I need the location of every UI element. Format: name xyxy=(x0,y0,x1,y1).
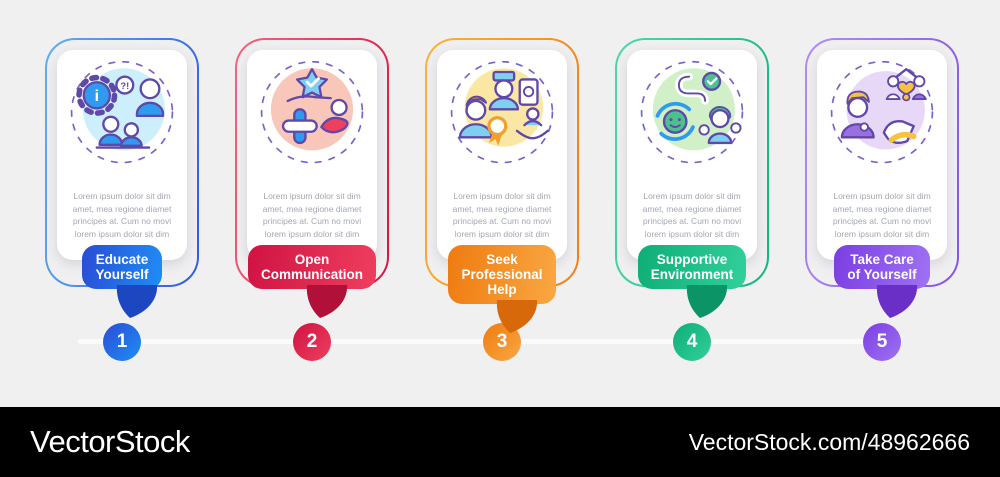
card-panel: Lorem ipsum dolor sit dim amet, mea regi… xyxy=(437,50,567,260)
step-label-group: Supportive Environment xyxy=(582,245,802,319)
footer-bar: VectorStock VectorStock.com/48962666 xyxy=(0,407,1000,477)
step-label-ribbon: Supportive Environment xyxy=(637,245,747,289)
step-description: Lorem ipsum dolor sit dim amet, mea regi… xyxy=(262,191,362,239)
ribbon-tail-icon xyxy=(306,285,348,318)
step-card-3: Lorem ipsum dolor sit dim amet, mea regi… xyxy=(425,38,579,383)
ribbon-tail-icon xyxy=(876,285,918,318)
card-panel: Lorem ipsum dolor sit dim amet, mea regi… xyxy=(627,50,757,260)
step-description: Lorem ipsum dolor sit dim amet, mea regi… xyxy=(72,191,172,239)
take-care-of-yourself-icon xyxy=(830,60,934,164)
card-panel: i ?! Lorem ipsum dolor sit dim amet, mea… xyxy=(57,50,187,260)
step-card-1: i ?! Lorem ipsum dolor sit dim amet, mea… xyxy=(45,38,199,383)
step-label-group: Seek Professional Help xyxy=(392,245,612,334)
step-card-2: Lorem ipsum dolor sit dim amet, mea regi… xyxy=(235,38,389,383)
step-label-group: Open Communication xyxy=(202,245,422,319)
svg-text:i: i xyxy=(95,88,99,105)
card-panel: Lorem ipsum dolor sit dim amet, mea regi… xyxy=(817,50,947,260)
step-number-badge: 4 xyxy=(673,323,711,361)
card-panel: Lorem ipsum dolor sit dim amet, mea regi… xyxy=(247,50,377,260)
ribbon-tail-icon xyxy=(496,300,538,333)
ribbon-tail-icon xyxy=(116,285,158,318)
step-card-5: Lorem ipsum dolor sit dim amet, mea regi… xyxy=(805,38,959,383)
watermark-text: VectorStock.com/48962666 xyxy=(688,428,970,455)
step-label-ribbon: Take Care of Yourself xyxy=(834,245,930,289)
supportive-environment-icon xyxy=(640,60,744,164)
step-number-badge: 5 xyxy=(863,323,901,361)
infographic-canvas: i ?! Lorem ipsum dolor sit dim amet, mea… xyxy=(45,38,959,383)
svg-text:?!: ?! xyxy=(120,81,129,91)
step-card-4: Lorem ipsum dolor sit dim amet, mea regi… xyxy=(615,38,769,383)
step-description: Lorem ipsum dolor sit dim amet, mea regi… xyxy=(832,191,932,239)
educate-yourself-icon: i ?! xyxy=(70,60,174,164)
step-number-badge: 2 xyxy=(293,323,331,361)
step-label-ribbon: Seek Professional Help xyxy=(448,245,556,304)
step-label-ribbon: Educate Yourself xyxy=(82,245,162,289)
step-description: Lorem ipsum dolor sit dim amet, mea regi… xyxy=(452,191,552,239)
step-label-group: Educate Yourself xyxy=(12,245,232,319)
step-number-badge: 1 xyxy=(103,323,141,361)
open-communication-icon xyxy=(260,60,364,164)
vectorstock-logo: VectorStock xyxy=(30,424,190,459)
step-description: Lorem ipsum dolor sit dim amet, mea regi… xyxy=(642,191,742,239)
seek-professional-help-icon xyxy=(450,60,554,164)
ribbon-tail-icon xyxy=(686,285,728,318)
step-label-group: Take Care of Yourself xyxy=(772,245,992,319)
step-label-ribbon: Open Communication xyxy=(247,245,376,289)
